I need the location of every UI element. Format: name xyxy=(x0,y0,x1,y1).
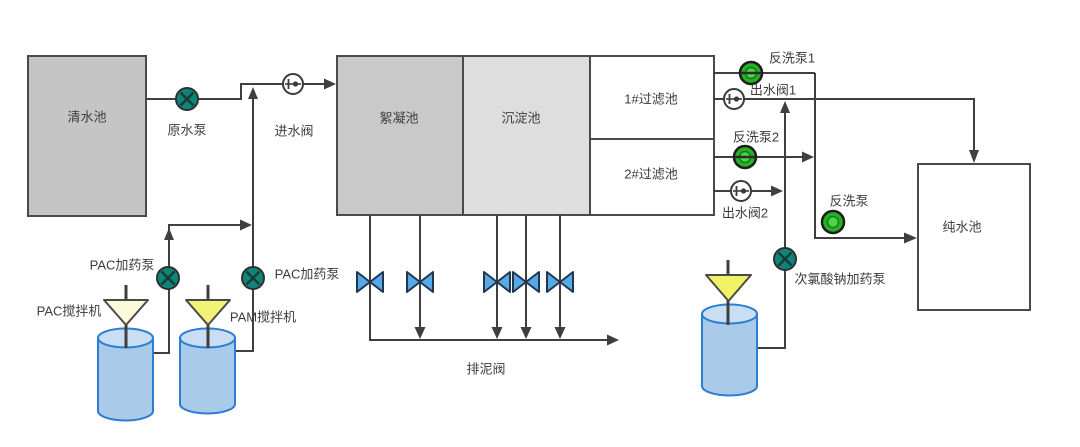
pac-dosing-pump-left-label: PAC加药泵 xyxy=(89,257,155,273)
naclo-tank-cylinder[interactable] xyxy=(701,303,758,397)
mud-drain-valves xyxy=(356,271,574,293)
pac-dosing-pump-right-label: PAC加药泵 xyxy=(274,266,340,282)
backwash-pump-1-label: 反洗泵1 xyxy=(768,50,816,66)
filter-basin-2-label: 2#过滤池 xyxy=(624,166,678,182)
pipe-outlet-1 xyxy=(713,98,975,150)
raw-water-pump-icon[interactable] xyxy=(175,87,199,111)
clear-water-basin-label: 清水池 xyxy=(67,109,107,125)
mud-valve-2-icon[interactable] xyxy=(406,271,434,293)
arrow-mud-5 xyxy=(554,327,566,339)
naclo-dosing-pump-label: 次氯酸钠加药泵 xyxy=(794,271,886,287)
arrow-backwash2-right xyxy=(802,151,814,163)
backwash-pumps xyxy=(732,60,846,235)
arrow-mud-out xyxy=(607,334,619,346)
mud-drain-valve-label: 排泥阀 xyxy=(466,361,506,377)
mixers xyxy=(103,260,752,348)
inlet-valve-label: 进水阀 xyxy=(274,123,314,139)
circle-valves xyxy=(282,73,752,202)
arrow-mud-4 xyxy=(520,327,532,339)
sedimentation-basin[interactable] xyxy=(462,55,591,216)
backwash-pump-1-icon[interactable] xyxy=(738,60,764,86)
pam-mixer-label: PAM搅拌机 xyxy=(229,309,297,325)
inlet-valve-icon[interactable] xyxy=(282,73,304,95)
backwash-pump-icon[interactable] xyxy=(820,209,846,235)
arrow-pac-up xyxy=(164,228,174,240)
filter-basin-2[interactable] xyxy=(589,138,715,216)
pipe-backwash-return xyxy=(814,73,904,239)
outlet-valve-1-label: 出水阀1 xyxy=(749,82,797,98)
outlet-valve-2-icon[interactable] xyxy=(730,180,752,202)
arrow-into-pure-water-top xyxy=(969,150,979,163)
mud-valve-3-icon[interactable] xyxy=(483,271,511,293)
backwash-pump-2-label: 反洗泵2 xyxy=(732,129,780,145)
arrow-mud-2 xyxy=(414,327,426,339)
arrow-into-flocculation xyxy=(324,78,336,90)
mud-valve-5-icon[interactable] xyxy=(546,271,574,293)
dosing-and-raw-pumps xyxy=(156,87,797,290)
pipe-naclo-riser xyxy=(757,113,786,349)
flocculation-basin[interactable] xyxy=(336,55,464,216)
naclo-tank-funnel[interactable] xyxy=(705,260,752,325)
pam-mixer-funnel[interactable] xyxy=(185,285,231,348)
backwash-pump-2-icon[interactable] xyxy=(732,144,758,170)
arrow-mud-3 xyxy=(491,327,503,339)
pipe-mud-collector xyxy=(369,215,607,341)
arrow-into-pure-water-left xyxy=(904,232,917,244)
pac-mixer-label: PAC搅拌机 xyxy=(36,303,102,319)
naclo-dosing-pump-icon[interactable] xyxy=(773,247,797,271)
arrow-outlet2-right xyxy=(771,185,783,197)
arrow-naclo-up xyxy=(780,101,790,113)
pac-dosing-pump-left-icon[interactable] xyxy=(156,266,180,290)
flow-arrows xyxy=(164,78,979,346)
pac-dosing-pump-right-icon[interactable] xyxy=(241,266,265,290)
outlet-valve-2-label: 出水阀2 xyxy=(721,205,769,221)
outlet-valve-1-icon[interactable] xyxy=(723,88,745,110)
arrow-dosing-up xyxy=(248,87,258,99)
mud-valve-4-icon[interactable] xyxy=(512,271,540,293)
sedimentation-basin-label: 沉淀池 xyxy=(501,110,541,126)
raw-water-pump-label: 原水泵 xyxy=(167,122,207,138)
arrow-pac-right xyxy=(240,219,252,231)
flocculation-basin-label: 絮凝池 xyxy=(379,110,419,126)
clear-water-basin[interactable] xyxy=(27,55,147,217)
mud-valve-1-icon[interactable] xyxy=(356,271,384,293)
pipe-dosing-riser xyxy=(235,99,254,352)
filter-basin-1-label: 1#过滤池 xyxy=(624,91,678,107)
chemical-tanks xyxy=(97,303,758,422)
backwash-pump-label: 反洗泵 xyxy=(829,193,869,209)
pac-mixer-funnel[interactable] xyxy=(103,285,149,348)
pure-water-basin-label: 纯水池 xyxy=(942,219,982,235)
pure-water-basin[interactable] xyxy=(917,163,1031,311)
filter-basin-1[interactable] xyxy=(589,55,715,140)
